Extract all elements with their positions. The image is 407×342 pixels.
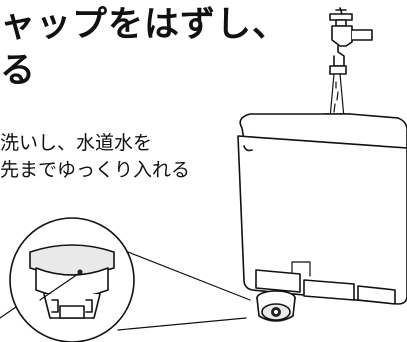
- water-tank: [237, 113, 407, 305]
- body-line-1: 洗いし、水道水を: [0, 132, 153, 154]
- cap-detail-magnifier: [9, 217, 135, 342]
- faucet-icon: [329, 7, 373, 75]
- water-stream: [329, 73, 345, 119]
- heading-line-2: る: [0, 51, 37, 91]
- detached-cap: [256, 290, 296, 322]
- instruction-body: 洗いし、水道水を 先までゆっくり入れる: [0, 130, 230, 184]
- heading-line-1: ャップをはずし、: [0, 5, 289, 45]
- body-line-2: 先までゆっくり入れる: [0, 159, 191, 181]
- instruction-heading: ャップをはずし、 る: [0, 2, 300, 94]
